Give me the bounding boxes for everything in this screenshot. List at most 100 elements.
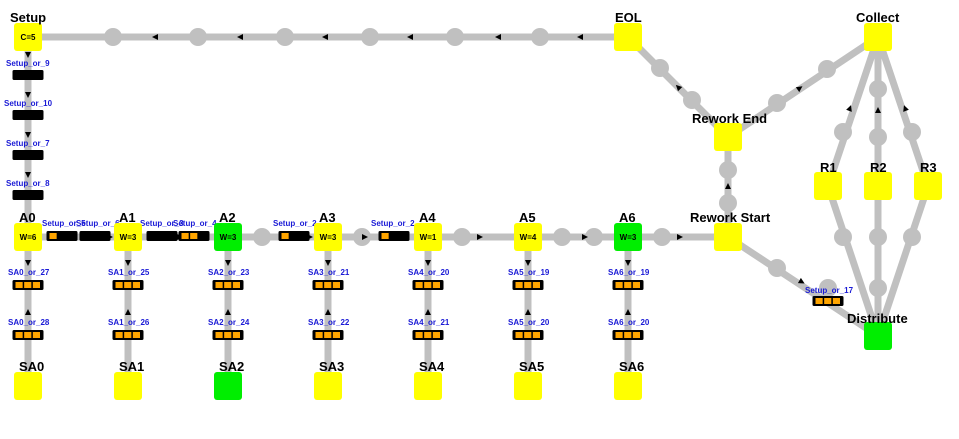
buffer-label: SA3_or_22 xyxy=(308,318,350,327)
buffer-label: SA6_or_19 xyxy=(608,268,650,277)
buffer-label: Setup_or_10 xyxy=(4,99,53,108)
buffer-b_h2[interactable] xyxy=(79,231,111,241)
buffer-label: Setup_or_2 xyxy=(371,219,415,228)
buffer-b_sa2a[interactable] xyxy=(212,280,244,290)
station-r1[interactable]: R1 xyxy=(814,160,842,200)
station-a3[interactable]: A3W=3 xyxy=(314,210,342,251)
buffer-label: SA3_or_21 xyxy=(308,268,350,277)
buffer-b_h6[interactable] xyxy=(378,231,410,241)
station-value: W=3 xyxy=(120,233,137,242)
buffer-b_s7[interactable] xyxy=(12,150,44,160)
buffer-b_sa5a[interactable] xyxy=(512,280,544,290)
station-label: SA1 xyxy=(119,359,144,374)
buffer-b_sa5b[interactable] xyxy=(512,330,544,340)
buffer-label: SA4_or_21 xyxy=(408,318,450,327)
buffer-label: Setup_or_4 xyxy=(173,219,217,228)
buffer-label: Setup_or_7 xyxy=(6,139,50,148)
station-sa3[interactable]: SA3 xyxy=(314,359,344,400)
buffer-b_sa3b[interactable] xyxy=(312,330,344,340)
station-label: A4 xyxy=(419,210,436,225)
buffer-label: Setup_or_8 xyxy=(6,179,50,188)
station-collect[interactable]: Collect xyxy=(856,10,900,51)
buffer-label: Setup_or_9 xyxy=(6,59,50,68)
buffer-b_sa0a[interactable] xyxy=(12,280,44,290)
station-label: EOL xyxy=(615,10,642,25)
station-sa1[interactable]: SA1 xyxy=(114,359,144,400)
station-label: SA5 xyxy=(519,359,544,374)
station-label: SA0 xyxy=(19,359,44,374)
buffer-b_sa3a[interactable] xyxy=(312,280,344,290)
buffer-label: SA4_or_20 xyxy=(408,268,450,277)
station-label: A0 xyxy=(19,210,36,225)
station-distribute[interactable]: Distribute xyxy=(847,311,908,350)
station-sa6[interactable]: SA6 xyxy=(614,359,644,400)
station-value: C=5 xyxy=(21,33,36,42)
buffer-b_sa0b[interactable] xyxy=(12,330,44,340)
buffer-label: Setup_or_6 xyxy=(76,219,120,228)
station-a6[interactable]: A6W=3 xyxy=(614,210,642,251)
station-label: SA6 xyxy=(619,359,644,374)
buffer-label: Setup_or_3 xyxy=(140,219,184,228)
station-value: W=3 xyxy=(320,233,337,242)
buffers: Setup_or_9Setup_or_10Setup_or_7Setup_or_… xyxy=(4,59,854,340)
station-label: Distribute xyxy=(847,311,908,326)
buffer-label: SA2_or_23 xyxy=(208,268,250,277)
station-value: W=4 xyxy=(520,233,537,242)
buffer-label: SA5_or_20 xyxy=(508,318,550,327)
buffer-b_s9[interactable] xyxy=(12,70,44,80)
station-label: Rework Start xyxy=(690,210,771,225)
buffer-label: Setup_or_5 xyxy=(42,219,86,228)
buffer-b_s10[interactable] xyxy=(12,110,44,120)
buffer-b_sa2b[interactable] xyxy=(212,330,244,340)
junctions xyxy=(104,28,921,297)
buffer-label: SA0_or_28 xyxy=(8,318,50,327)
buffer-label: SA2_or_24 xyxy=(208,318,250,327)
buffer-b_sa4a[interactable] xyxy=(412,280,444,290)
station-label: Setup xyxy=(10,10,46,25)
station-label: A6 xyxy=(619,210,636,225)
station-reworkstart[interactable]: Rework Start xyxy=(690,210,771,251)
station-r3[interactable]: R3 xyxy=(914,160,942,200)
buffer-b_sa6b[interactable] xyxy=(612,330,644,340)
station-a2[interactable]: A2W=3 xyxy=(214,210,242,251)
station-label: SA3 xyxy=(319,359,344,374)
buffer-b_sa1a[interactable] xyxy=(112,280,144,290)
station-label: SA2 xyxy=(219,359,244,374)
station-sa0[interactable]: SA0 xyxy=(14,359,44,400)
station-label: R3 xyxy=(920,160,937,175)
station-sa5[interactable]: SA5 xyxy=(514,359,544,400)
station-a0[interactable]: A0W=6 xyxy=(14,210,42,251)
station-value: W=1 xyxy=(420,233,437,242)
station-label: SA4 xyxy=(419,359,445,374)
buffer-label: Setup_or_17 xyxy=(805,286,854,295)
buffer-b_sa1b[interactable] xyxy=(112,330,144,340)
buffer-b_s8[interactable] xyxy=(12,190,44,200)
station-a4[interactable]: A4W=1 xyxy=(414,210,442,251)
buffer-b_h3[interactable] xyxy=(146,231,178,241)
station-value: W=3 xyxy=(220,233,237,242)
station-value: W=3 xyxy=(620,233,637,242)
station-a5[interactable]: A5W=4 xyxy=(514,210,542,251)
buffer-b_r17[interactable] xyxy=(812,296,844,306)
buffer-label: SA1_or_25 xyxy=(108,268,150,277)
station-label: A2 xyxy=(219,210,236,225)
station-label: Rework End xyxy=(692,111,767,126)
station-r2[interactable]: R2 xyxy=(864,160,892,200)
station-label: R2 xyxy=(870,160,887,175)
station-eol[interactable]: EOL xyxy=(614,10,642,51)
buffer-b_sa4b[interactable] xyxy=(412,330,444,340)
buffer-label: Setup_or_2 xyxy=(273,219,317,228)
station-reworkend[interactable]: Rework End xyxy=(692,111,767,151)
buffer-b_h4[interactable] xyxy=(178,231,210,241)
station-label: Collect xyxy=(856,10,900,25)
station-a1[interactable]: A1W=3 xyxy=(114,210,142,251)
buffer-b_h5[interactable] xyxy=(278,231,310,241)
buffer-label: SA6_or_20 xyxy=(608,318,650,327)
station-sa2[interactable]: SA2 xyxy=(214,359,244,400)
buffer-b_sa6a[interactable] xyxy=(612,280,644,290)
buffer-b_h1[interactable] xyxy=(46,231,78,241)
station-sa4[interactable]: SA4 xyxy=(414,359,445,400)
